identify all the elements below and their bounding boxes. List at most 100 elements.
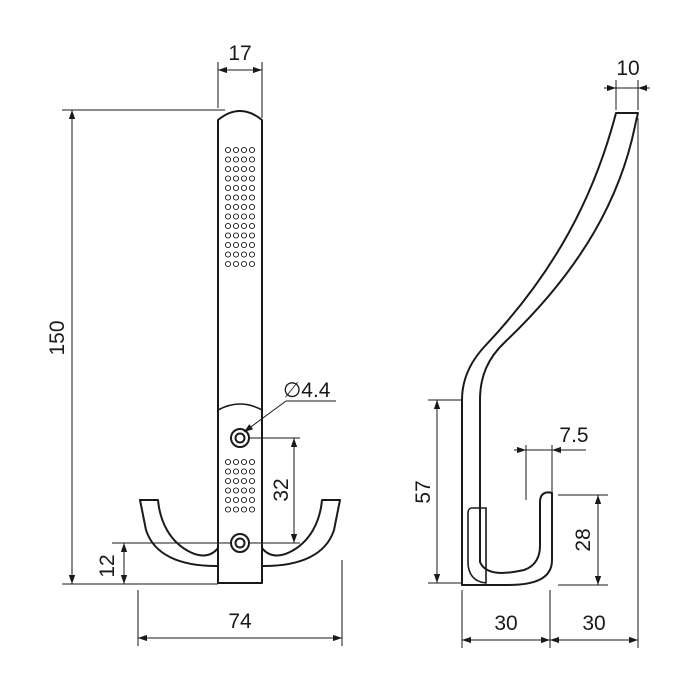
stem-divider	[217, 403, 263, 411]
texture-dot	[240, 175, 248, 182]
texture-dot	[232, 146, 240, 154]
dim-hook-offset-label: 12	[96, 554, 119, 577]
texture-dot	[248, 175, 256, 182]
texture-dot	[248, 468, 256, 475]
texture-dot	[240, 487, 248, 494]
texture-dot	[232, 496, 240, 504]
texture-dot	[232, 175, 240, 182]
texture-dot	[248, 203, 256, 211]
texture-dot	[232, 165, 240, 173]
texture-dot	[224, 232, 232, 239]
dim-base-depth-label: 30	[494, 612, 517, 635]
side-body	[461, 112, 639, 586]
texture-dot	[240, 458, 248, 466]
dim-height: 150	[46, 109, 225, 585]
texture-dot	[248, 477, 256, 485]
texture-dot	[248, 241, 256, 249]
dim-thickness-label: 10	[616, 57, 639, 80]
texture-dot	[232, 260, 240, 268]
texture-dot	[232, 468, 240, 475]
texture-dot	[240, 156, 248, 163]
texture-dot	[232, 232, 240, 239]
texture-dot	[224, 260, 232, 268]
texture-dot	[224, 477, 232, 485]
texture-dot	[248, 458, 256, 466]
texture-dot	[240, 222, 248, 230]
texture-dot	[224, 213, 232, 220]
dim-thickness: 10	[604, 57, 650, 110]
texture-dot	[248, 184, 256, 192]
dim-height-label: 150	[46, 320, 69, 355]
texture-dot	[248, 260, 256, 268]
dot-pattern-lower	[224, 458, 256, 513]
texture-dot	[248, 213, 256, 220]
texture-dot	[248, 251, 256, 258]
dim-depths: 30 30	[461, 118, 639, 648]
texture-dot	[232, 184, 240, 192]
texture-dot	[240, 477, 248, 485]
dim-hole-diameter: ∅4.4	[243, 379, 336, 433]
texture-dot	[224, 496, 232, 504]
dim-hole-spacing: 32	[250, 437, 300, 544]
dim-hook-gap: 7.5	[514, 424, 589, 500]
texture-dot	[232, 213, 240, 220]
dim-hole-diameter-label: ∅4.4	[283, 379, 331, 402]
texture-dot	[240, 251, 248, 258]
texture-dot	[248, 156, 256, 163]
texture-dot	[240, 213, 248, 220]
texture-dot	[232, 222, 240, 230]
texture-dot	[240, 232, 248, 239]
texture-dot	[248, 222, 256, 230]
texture-dot	[224, 146, 232, 154]
texture-dot	[240, 468, 248, 475]
texture-dot	[224, 165, 232, 173]
dim-lower-height: 57	[412, 399, 462, 584]
dim-hook-height-label: 28	[572, 528, 595, 551]
dim-width: 17	[217, 42, 263, 118]
texture-dot	[240, 203, 248, 211]
texture-dot	[240, 260, 248, 268]
texture-dot	[224, 506, 232, 513]
dim-lower-height-label: 57	[412, 480, 435, 503]
texture-dot	[224, 468, 232, 475]
texture-dot	[224, 203, 232, 211]
texture-dot	[232, 477, 240, 485]
texture-dot	[240, 506, 248, 513]
texture-dot	[224, 156, 232, 163]
texture-dot	[224, 194, 232, 201]
texture-dot	[232, 203, 240, 211]
texture-dot	[232, 156, 240, 163]
texture-dot	[248, 506, 256, 513]
texture-dot	[240, 184, 248, 192]
texture-dot	[248, 194, 256, 201]
texture-dot	[248, 165, 256, 173]
dim-width-label: 17	[228, 42, 251, 65]
front-view	[139, 110, 341, 584]
texture-dot	[240, 146, 248, 154]
texture-dot	[224, 222, 232, 230]
texture-dot	[232, 458, 240, 466]
side-view	[461, 112, 639, 586]
texture-dot	[240, 241, 248, 249]
texture-dot	[224, 175, 232, 182]
texture-dot	[248, 146, 256, 154]
dim-hook-gap-label: 7.5	[559, 424, 588, 447]
dot-pattern-upper	[224, 146, 256, 268]
front-dimensions: 17 150 ∅4.4 32 12	[46, 42, 343, 646]
texture-dot	[224, 458, 232, 466]
texture-dot	[240, 165, 248, 173]
screw-hole-bottom	[230, 533, 250, 553]
front-stem	[217, 110, 263, 584]
texture-dot	[240, 496, 248, 504]
dim-total-width: 74	[137, 560, 343, 646]
texture-dot	[248, 496, 256, 504]
dim-hook-offset: 12	[96, 542, 232, 585]
texture-dot	[224, 241, 232, 249]
dim-hole-spacing-label: 32	[270, 478, 293, 501]
texture-dot	[240, 194, 248, 201]
side-dimensions: 10 57 7.5 28	[412, 57, 650, 648]
dim-total-width-label: 74	[228, 610, 252, 633]
dim-hook-depth-label: 30	[582, 612, 605, 635]
texture-dot	[248, 232, 256, 239]
side-base-plate	[467, 507, 487, 584]
